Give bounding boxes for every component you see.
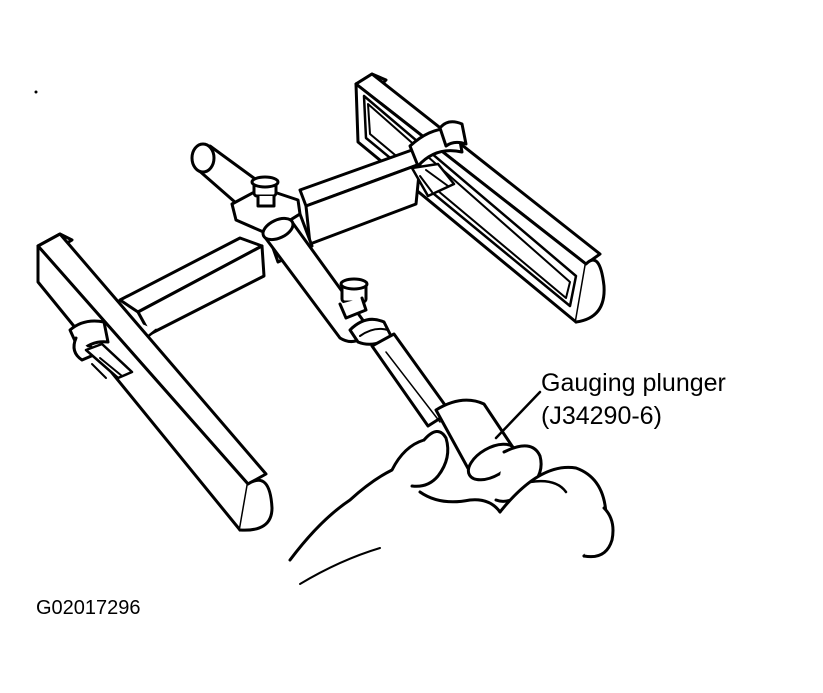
rear-post (190, 142, 264, 212)
callout-label-part-number: (J34290-6) (541, 402, 662, 430)
speck-mark (34, 90, 38, 94)
callout-leader-line (494, 390, 542, 440)
figure-code: G02017296 (36, 597, 141, 619)
plunger-housing (261, 216, 394, 346)
lower-crossbar (118, 236, 266, 340)
hand (288, 430, 615, 585)
left-gauge-bar (36, 232, 274, 532)
gauging-plunger (370, 332, 518, 482)
callout-label-name: Gauging plunger (541, 369, 726, 397)
upper-crossbar (298, 120, 468, 246)
